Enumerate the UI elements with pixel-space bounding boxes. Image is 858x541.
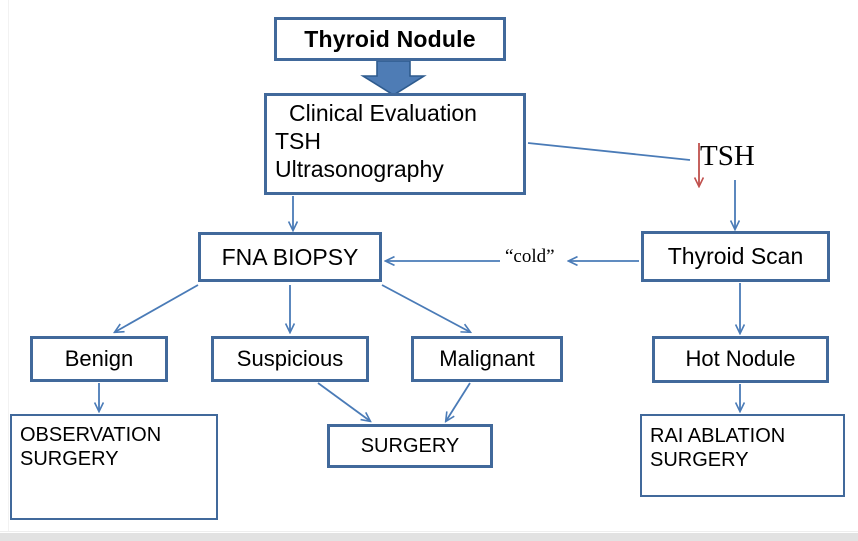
page-frame-bottom-edge <box>0 531 858 532</box>
block-arrow-nodule-to-evaluation <box>360 60 427 96</box>
page-bottom-strip <box>0 533 858 541</box>
node-fna-biopsy[interactable]: FNA BIOPSY <box>198 232 382 282</box>
connector-fna-to-malignant <box>381 284 470 332</box>
node-malignant-label: Malignant <box>439 345 535 371</box>
node-thyroid-scan[interactable]: Thyroid Scan <box>641 231 830 282</box>
node-rai-ablation[interactable]: RAI ABLATION SURGERY <box>640 414 845 497</box>
connector-malignant-to-surgery <box>446 382 471 421</box>
node-rai-ablation-line-2: SURGERY <box>650 449 749 472</box>
node-hot-nodule[interactable]: Hot Nodule <box>652 336 829 383</box>
node-benign-label: Benign <box>64 345 134 371</box>
connector-suspicious-to-surgery <box>317 382 370 421</box>
node-hot-nodule-label: Hot Nodule <box>685 346 796 372</box>
node-malignant[interactable]: Malignant <box>411 336 563 382</box>
node-surgery[interactable]: SURGERY <box>327 424 493 468</box>
node-benign[interactable]: Benign <box>30 336 168 382</box>
node-thyroid-scan-label: Thyroid Scan <box>667 243 804 270</box>
node-clinical-evaluation-line-1: Clinical Evaluation <box>289 100 477 126</box>
node-thyroid-nodule[interactable]: Thyroid Nodule <box>274 17 506 61</box>
node-observation-surgery-line-2: SURGERY <box>20 448 119 471</box>
node-suspicious-label: Suspicious <box>236 345 344 371</box>
node-clinical-evaluation-line-3: Ultrasonography <box>275 156 444 183</box>
connector-evaluation-to-tsh <box>527 142 691 161</box>
connector-fna-to-benign <box>115 284 199 332</box>
node-rai-ablation-line-1: RAI ABLATION <box>650 425 786 447</box>
node-observation-surgery-line-1: OBSERVATION <box>20 424 162 446</box>
node-clinical-evaluation-line-2: TSH <box>275 128 321 155</box>
page-frame-left-edge <box>8 0 9 532</box>
node-suspicious[interactable]: Suspicious <box>211 336 369 382</box>
node-observation-surgery[interactable]: OBSERVATION SURGERY <box>10 414 218 520</box>
edge-label-tsh-decreased: TSH <box>700 140 755 172</box>
edge-label-cold: “cold” <box>505 246 555 267</box>
node-fna-biopsy-label: FNA BIOPSY <box>221 243 359 270</box>
node-thyroid-nodule-label: Thyroid Nodule <box>304 25 476 52</box>
node-surgery-label: SURGERY <box>360 434 460 457</box>
node-clinical-evaluation[interactable]: Clinical Evaluation TSH Ultrasonography <box>264 93 526 195</box>
